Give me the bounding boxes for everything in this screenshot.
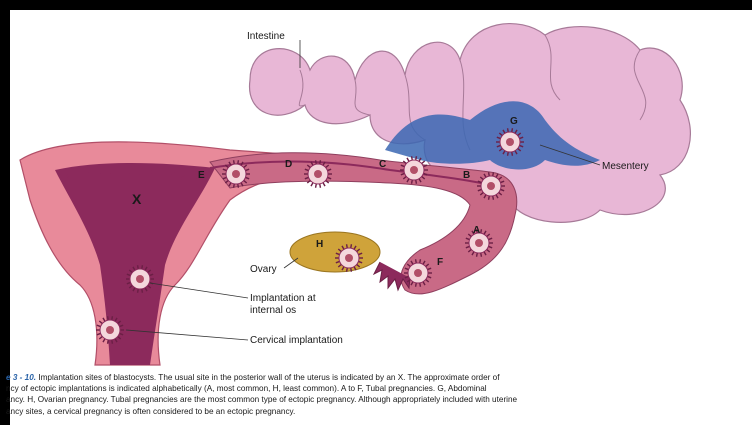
internal-os-label-line1: Implantation at <box>250 293 316 304</box>
figure-caption: e 3 - 10. Implantation sites of blastocy… <box>6 372 750 424</box>
caption-line-4: ancy sites, a cervical pregnancy is ofte… <box>6 406 750 417</box>
site-label-b: B <box>463 170 470 181</box>
site-label-a: A <box>473 225 480 236</box>
mesentery-label: Mesentery <box>602 161 649 172</box>
site-label-e: E <box>198 170 205 181</box>
ovary <box>290 232 380 272</box>
site-label-f: F <box>437 257 443 268</box>
site-label-h: H <box>316 239 323 250</box>
site-label-c: C <box>379 159 386 170</box>
caption-line-3: ancy. H, Ovarian pregnancy. Tubal pregna… <box>6 394 750 405</box>
figure-number: e 3 - 10. <box>6 373 36 382</box>
site-label-d: D <box>285 159 292 170</box>
uterus-mark-x: X <box>132 191 142 207</box>
site-label-g: G <box>510 116 518 127</box>
cervical-label: Cervical implantation <box>250 335 343 346</box>
ovary-label: Ovary <box>250 264 277 275</box>
internal-os-label-line2: internal os <box>250 305 296 316</box>
caption-line-1: e 3 - 10. Implantation sites of blastocy… <box>6 372 750 383</box>
intestine-label: Intestine <box>247 31 285 42</box>
caption-line-2: ncy of ectopic implantations is indicate… <box>6 383 750 394</box>
